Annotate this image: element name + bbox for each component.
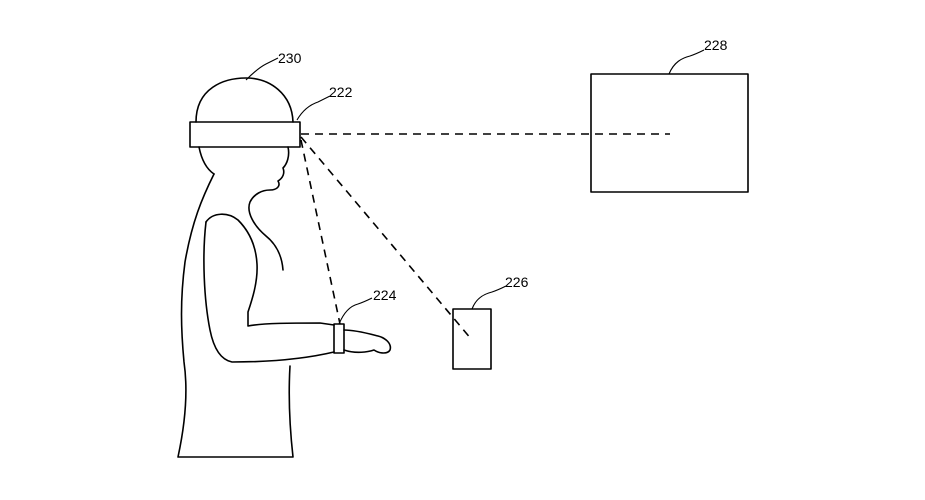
person-arm xyxy=(205,213,335,327)
leader-226 xyxy=(471,285,507,310)
person-hand xyxy=(343,329,392,354)
display-screen xyxy=(590,73,749,193)
label-228: 228 xyxy=(704,37,728,53)
leader-230 xyxy=(245,57,279,81)
person-head xyxy=(195,77,294,123)
person-back-head xyxy=(198,146,215,175)
sight-line-wrist xyxy=(300,139,341,325)
wrist-device xyxy=(333,323,345,354)
label-222: 222 xyxy=(329,84,353,100)
label-226: 226 xyxy=(505,274,529,290)
label-230: 230 xyxy=(278,50,302,66)
leader-224 xyxy=(338,297,373,325)
person xyxy=(177,77,392,458)
sight-line-phone xyxy=(300,136,473,341)
person-torso xyxy=(177,173,294,458)
headset-band xyxy=(189,121,301,148)
phone-device xyxy=(452,308,492,370)
leader-228 xyxy=(668,49,705,75)
leader-222 xyxy=(296,95,331,121)
person-face xyxy=(248,146,290,271)
label-224: 224 xyxy=(373,287,397,303)
person-forearm xyxy=(203,221,335,363)
